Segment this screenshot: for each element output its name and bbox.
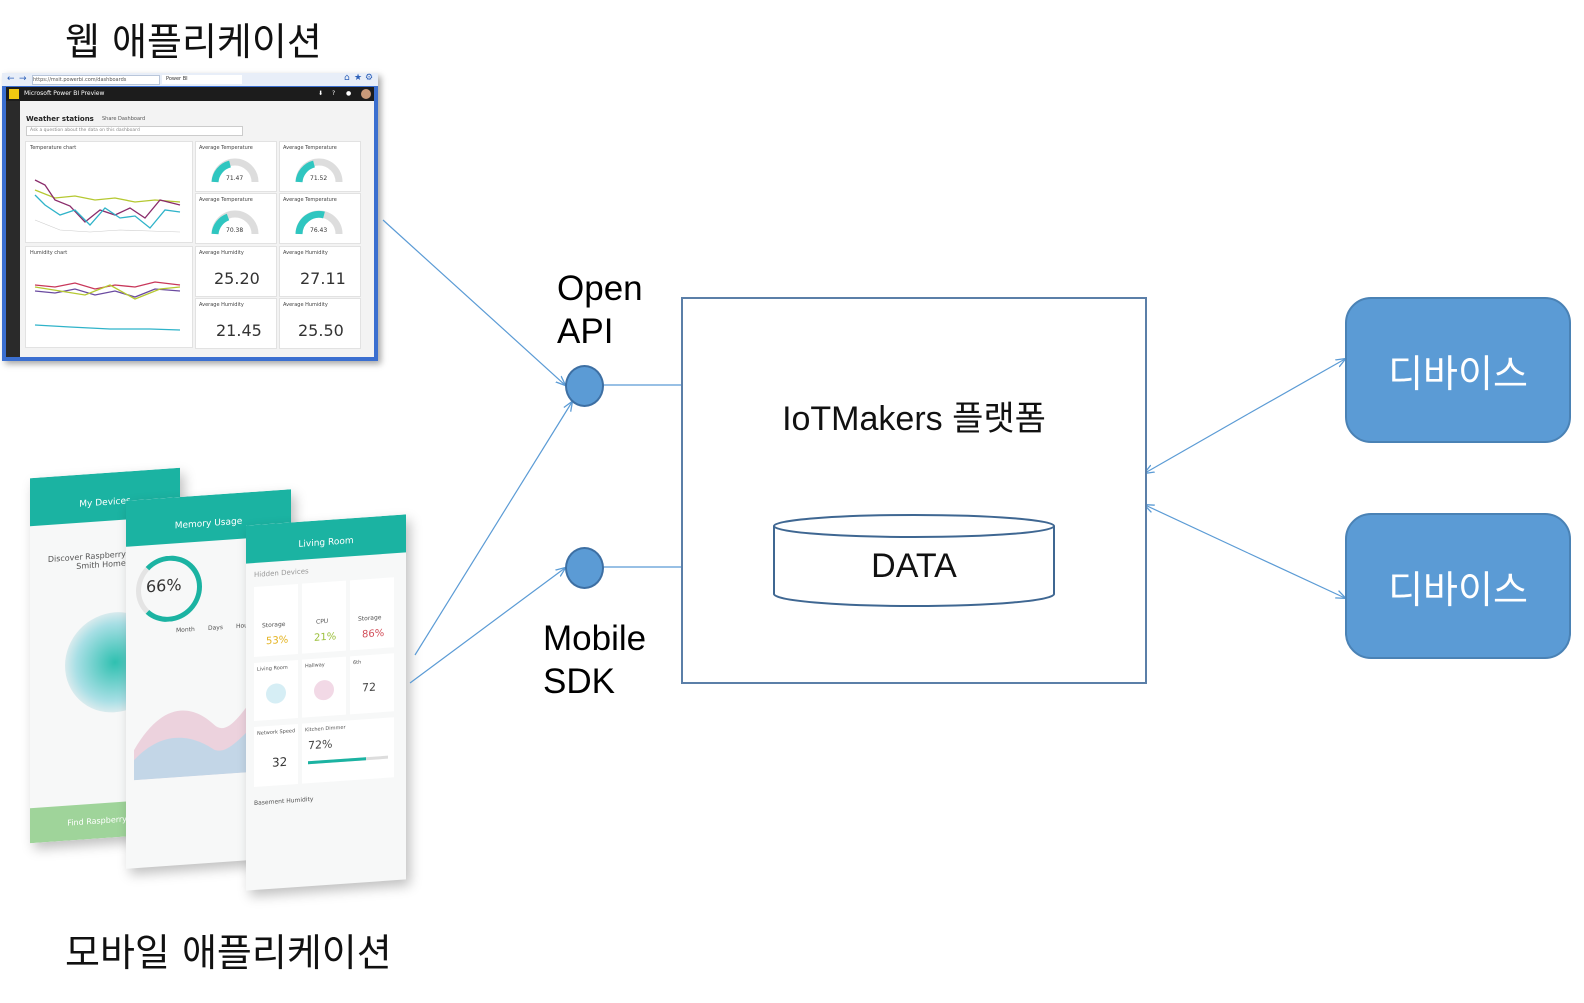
temp-value: 76.43 (310, 227, 328, 234)
web-app-screenshot: ← → https://msit.powerbi.com/dashboards … (2, 73, 378, 361)
platform-to-device1-arrow (1247, 359, 1345, 415)
humidity-tile-3: Average Humidity 21.45 (195, 298, 277, 349)
humidity-tile-title: Average Humidity (199, 250, 244, 256)
share-dashboard-link: Share Dashboard (102, 116, 146, 122)
temperature-chart-title: Temperature chart (30, 145, 77, 151)
humidity-tile-2: Average Humidity 27.11 (279, 246, 361, 297)
database-cylinder-icon (773, 514, 1055, 607)
temp-tile-2: Average Temperature 71.52 (279, 141, 361, 192)
mobile-app-title: 모바일 애플리케이션 (65, 931, 392, 975)
humidity-tile-title: Average Humidity (199, 302, 244, 308)
browser-tab: Power BI (162, 75, 242, 84)
web-app-title: 웹 애플리케이션 (65, 20, 322, 64)
data-label: DATA (871, 547, 957, 585)
browser-bar: ← → https://msit.powerbi.com/dashboards … (2, 73, 378, 86)
temp-tile-1: Average Temperature 71.47 (195, 141, 277, 192)
nav-rail (6, 101, 20, 357)
humidity-lines (34, 281, 181, 331)
temperature-lines (34, 179, 181, 233)
device-label: 디바이스 (1388, 351, 1528, 396)
mobile-app-screenshots: My Devices Discover Raspberry Pi's on Sm… (28, 465, 418, 895)
mobile-sdk-line2: SDK (543, 662, 615, 701)
temp-tile-3: Average Temperature 70.38 (195, 193, 277, 244)
humidity-tile-1: Average Humidity 25.20 (195, 246, 277, 297)
humidity-tile-4: Average Humidity 25.50 (279, 298, 361, 349)
gauge-icon (295, 210, 343, 235)
powerbi-logo-icon (9, 89, 19, 99)
download-icon: ⬇ (318, 90, 324, 97)
qa-input: Ask a question about the data on this da… (26, 126, 243, 136)
browser-tab-label: Power BI (166, 76, 188, 82)
device-label: 디바이스 (1388, 567, 1528, 612)
avatar (361, 89, 371, 99)
humidity-chart-tile: Humidity chart (25, 246, 193, 348)
device-box-1: 디바이스 (1345, 297, 1571, 443)
mobile-to-openapi-arrow (414, 402, 572, 656)
back-icon: ← (7, 74, 15, 84)
mobile-sdk-label: Mobile SDK (543, 617, 646, 703)
web-to-openapi-arrow (382, 219, 565, 385)
humidity-value: 25.20 (214, 269, 260, 288)
home-icon: ⌂ (344, 73, 350, 83)
humidity-chart-title: Humidity chart (30, 250, 68, 256)
humidity-tile-title: Average Humidity (283, 302, 328, 308)
gauge-icon (211, 158, 259, 183)
temp-tile-title: Average Temperature (199, 197, 253, 203)
star-icon: ★ (354, 73, 363, 83)
temp-tile-title: Average Temperature (283, 197, 337, 203)
app-bar: Microsoft Power BI Preview ⬇ ? ● (6, 87, 374, 101)
dashboard-title: Weather stations (26, 115, 94, 123)
temp-tile-title: Average Temperature (199, 145, 253, 151)
device1-to-platform-arrow (1145, 413, 1249, 473)
account-icon: ● (346, 90, 352, 97)
open-api-line1: Open (557, 269, 643, 308)
gauge-icon (211, 210, 259, 235)
app-name: Microsoft Power BI Preview (24, 90, 105, 97)
temp-value: 70.38 (226, 227, 244, 234)
device2-to-platform-arrow (1145, 505, 1249, 554)
mobile-sdk-port-icon (565, 547, 604, 589)
open-api-label: Open API (557, 267, 643, 353)
temperature-chart-tile: Temperature chart (25, 141, 193, 243)
device-box-2: 디바이스 (1345, 513, 1571, 659)
mobile-to-sdk-arrow (409, 568, 565, 684)
humidity-value: 21.45 (216, 321, 262, 340)
platform-to-device2-arrow (1247, 552, 1345, 598)
platform-title: IoTMakers 플랫폼 (782, 400, 1046, 438)
temp-tile-4: Average Temperature 76.43 (279, 193, 361, 244)
humidity-value: 27.11 (300, 269, 346, 288)
temp-value: 71.52 (310, 175, 328, 182)
url-text: https://msit.powerbi.com/dashboards (33, 77, 127, 83)
dashboard: Weather stations Share Dashboard Ask a q… (6, 101, 374, 357)
humidity-tile-title: Average Humidity (283, 250, 328, 256)
forward-icon: → (19, 74, 27, 84)
gauge-icon (295, 158, 343, 183)
gear-icon: ⚙ (365, 73, 374, 83)
iotmakers-platform-box: IoTMakers 플랫폼 DATA (681, 297, 1147, 684)
open-api-line2: API (557, 312, 614, 351)
temp-tile-title: Average Temperature (283, 145, 337, 151)
humidity-value: 25.50 (298, 321, 344, 340)
open-api-port-icon (565, 365, 604, 407)
help-icon: ? (332, 90, 336, 97)
temp-value: 71.47 (226, 175, 244, 182)
address-bar: https://msit.powerbi.com/dashboards (32, 75, 160, 85)
mobile-sdk-line1: Mobile (543, 619, 647, 658)
